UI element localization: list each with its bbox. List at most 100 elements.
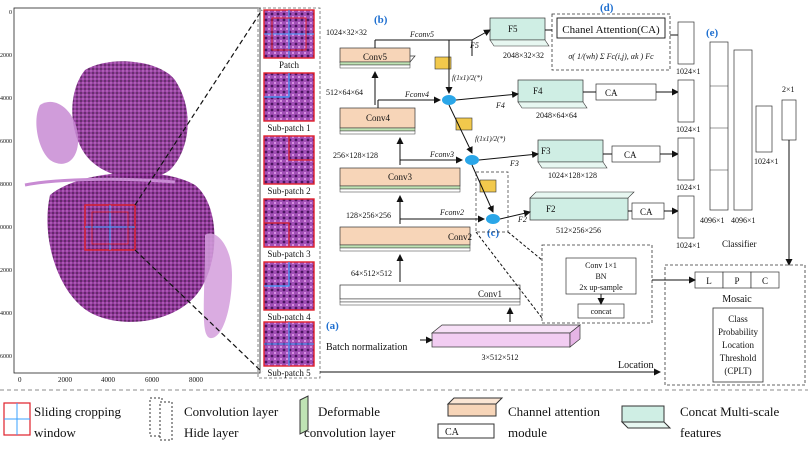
conv1-block: Conv1 — [339, 284, 521, 306]
dims-conv3: 256×128×128 — [333, 151, 378, 160]
svg-text:0: 0 — [9, 10, 12, 16]
svg-text:6000: 6000 — [0, 139, 12, 145]
tissue-left — [36, 101, 79, 164]
feature-F4: F4 2048×64×64 — [517, 79, 588, 120]
svg-text:C: C — [762, 276, 768, 286]
conv3-block: Conv3 — [339, 167, 461, 193]
svg-text:Sub-patch 1: Sub-patch 1 — [267, 123, 310, 133]
svg-text:Patch: Patch — [279, 60, 299, 70]
svg-text:Conv4: Conv4 — [366, 113, 391, 123]
panel-label-d: (d) — [600, 2, 614, 14]
fusion-node-2 — [486, 214, 500, 224]
dims-conv4: 512×64×64 — [326, 88, 363, 97]
tissue-right — [203, 233, 232, 339]
svg-text:F3: F3 — [509, 159, 519, 168]
svg-text:Sliding cropping: Sliding cropping — [34, 404, 122, 419]
legend-deformable: Deformable convolution layer — [299, 395, 396, 440]
svg-text:convolution layer: convolution layer — [304, 425, 396, 440]
dims-conv2: 128×256×256 — [346, 211, 391, 220]
svg-text:Deformable: Deformable — [318, 404, 380, 419]
vec-4 — [677, 195, 695, 239]
svg-text:concat: concat — [591, 307, 613, 316]
svg-text:4096×1: 4096×1 — [700, 216, 725, 225]
fusion-node-3 — [465, 155, 479, 165]
tissue-top — [72, 61, 188, 179]
ca-modules: CA CA CA — [583, 83, 679, 220]
feature-F3: F3 1024×128×128 — [537, 139, 608, 180]
svg-text:Fconv3: Fconv3 — [429, 150, 454, 159]
svg-text:0: 0 — [18, 376, 22, 384]
slide-x-axis: 0 2000 4000 6000 8000 — [18, 376, 204, 384]
big-vec-2 — [733, 49, 753, 211]
svg-text:Sub-patch 4: Sub-patch 4 — [267, 312, 311, 322]
svg-text:512×256×256: 512×256×256 — [556, 226, 601, 235]
legend-conv-layer: Convolution layer Hide layer — [149, 397, 279, 441]
svg-text:1024×1: 1024×1 — [676, 183, 701, 192]
svg-text:σ( 1/(wh) Σ Fc(i,j), αk ) Fc: σ( 1/(wh) Σ Fc(i,j), αk ) Fc — [568, 52, 654, 61]
svg-text:1024×1: 1024×1 — [754, 157, 779, 166]
dims-conv1: 64×512×512 — [351, 269, 392, 278]
svg-text:4000: 4000 — [0, 96, 12, 102]
ca-box-3: CA — [603, 145, 679, 163]
svg-text:CA: CA — [605, 88, 618, 98]
legend-sliding-window: Sliding cropping window — [3, 402, 122, 440]
svg-text:8000: 8000 — [0, 182, 12, 188]
tissue-main — [47, 172, 215, 322]
whole-slide-panel: 0 2000 4000 6000 8000 0 2000 4000 6000 8… — [0, 7, 263, 384]
svg-text:Classifier: Classifier — [722, 239, 757, 249]
fusion-node-4 — [442, 95, 456, 105]
svg-text:P: P — [734, 276, 739, 286]
svg-text:Sub-patch 2: Sub-patch 2 — [267, 186, 310, 196]
mid-vec — [755, 105, 773, 153]
svg-text:1024×1: 1024×1 — [676, 67, 701, 76]
ca-box-4: CA — [583, 83, 679, 101]
patch-0: Patch — [263, 9, 315, 70]
svg-text:Sub-patch 3: Sub-patch 3 — [267, 249, 311, 259]
sub-patch-1: Sub-patch 1 — [263, 72, 315, 133]
mosaic-output: L P C Mosaic Class Probability Location … — [320, 264, 806, 386]
svg-text:F4: F4 — [495, 101, 505, 110]
svg-text:F5: F5 — [508, 24, 518, 34]
legend: Sliding cropping window Convolution laye… — [0, 389, 808, 441]
svg-text:1024×1: 1024×1 — [676, 125, 701, 134]
upsample-1 — [434, 56, 452, 70]
svg-text:2×1: 2×1 — [782, 85, 795, 94]
svg-text:2000: 2000 — [58, 376, 73, 384]
slide-y-axis: 0 2000 4000 6000 8000 10000 12000 14000 … — [0, 10, 12, 360]
patch-column: Patch Sub-patch 1 Sub-patch 2 Sub-patch … — [257, 7, 321, 379]
svg-text:f(1x1)/2(*): f(1x1)/2(*) — [452, 74, 483, 82]
panel-label-e: (e) — [706, 27, 719, 39]
batch-norm-label: Batch normalization — [326, 342, 407, 353]
feature-F5: F5 2048×32×32 — [489, 17, 550, 60]
sub-patch-2: Sub-patch 2 — [263, 135, 315, 196]
svg-text:2x up-sample: 2x up-sample — [579, 283, 623, 292]
svg-text:2048×32×32: 2048×32×32 — [503, 51, 544, 60]
svg-text:F3: F3 — [541, 146, 551, 156]
svg-text:Channel attention: Channel attention — [508, 404, 601, 419]
panel-label-b: (b) — [374, 14, 388, 26]
svg-text:6000: 6000 — [145, 376, 160, 384]
input-block: 3×512×512 — [431, 324, 581, 362]
svg-text:CA: CA — [445, 427, 460, 438]
upsample-3 — [479, 179, 497, 193]
svg-text:Conv5: Conv5 — [363, 52, 388, 62]
sub-patch-3: Sub-patch 3 — [263, 198, 315, 259]
svg-text:Probability: Probability — [718, 327, 758, 337]
svg-text:Fconv5: Fconv5 — [409, 30, 434, 39]
svg-text:Threshold: Threshold — [720, 353, 757, 363]
svg-text:Class: Class — [728, 314, 748, 324]
feature-maps: F5 2048×32×32 F5 F4 2048×64×64 F4 F3 102… — [455, 17, 635, 235]
svg-text:Sub-patch 5: Sub-patch 5 — [267, 368, 311, 378]
feature-F2: F2 512×256×256 — [529, 191, 635, 235]
svg-text:8000: 8000 — [189, 376, 204, 384]
sub-patch-5: Sub-patch 5 — [263, 321, 315, 378]
svg-text:F2: F2 — [517, 215, 527, 224]
svg-text:features: features — [680, 425, 721, 440]
small-vec — [781, 99, 797, 141]
upsample-dashed — [475, 171, 509, 233]
svg-text:Mosaic: Mosaic — [722, 294, 752, 305]
svg-text:window: window — [34, 425, 77, 440]
svg-text:4096×1: 4096×1 — [731, 216, 756, 225]
svg-text:Fconv2: Fconv2 — [439, 208, 464, 217]
vec-1 — [677, 21, 695, 65]
